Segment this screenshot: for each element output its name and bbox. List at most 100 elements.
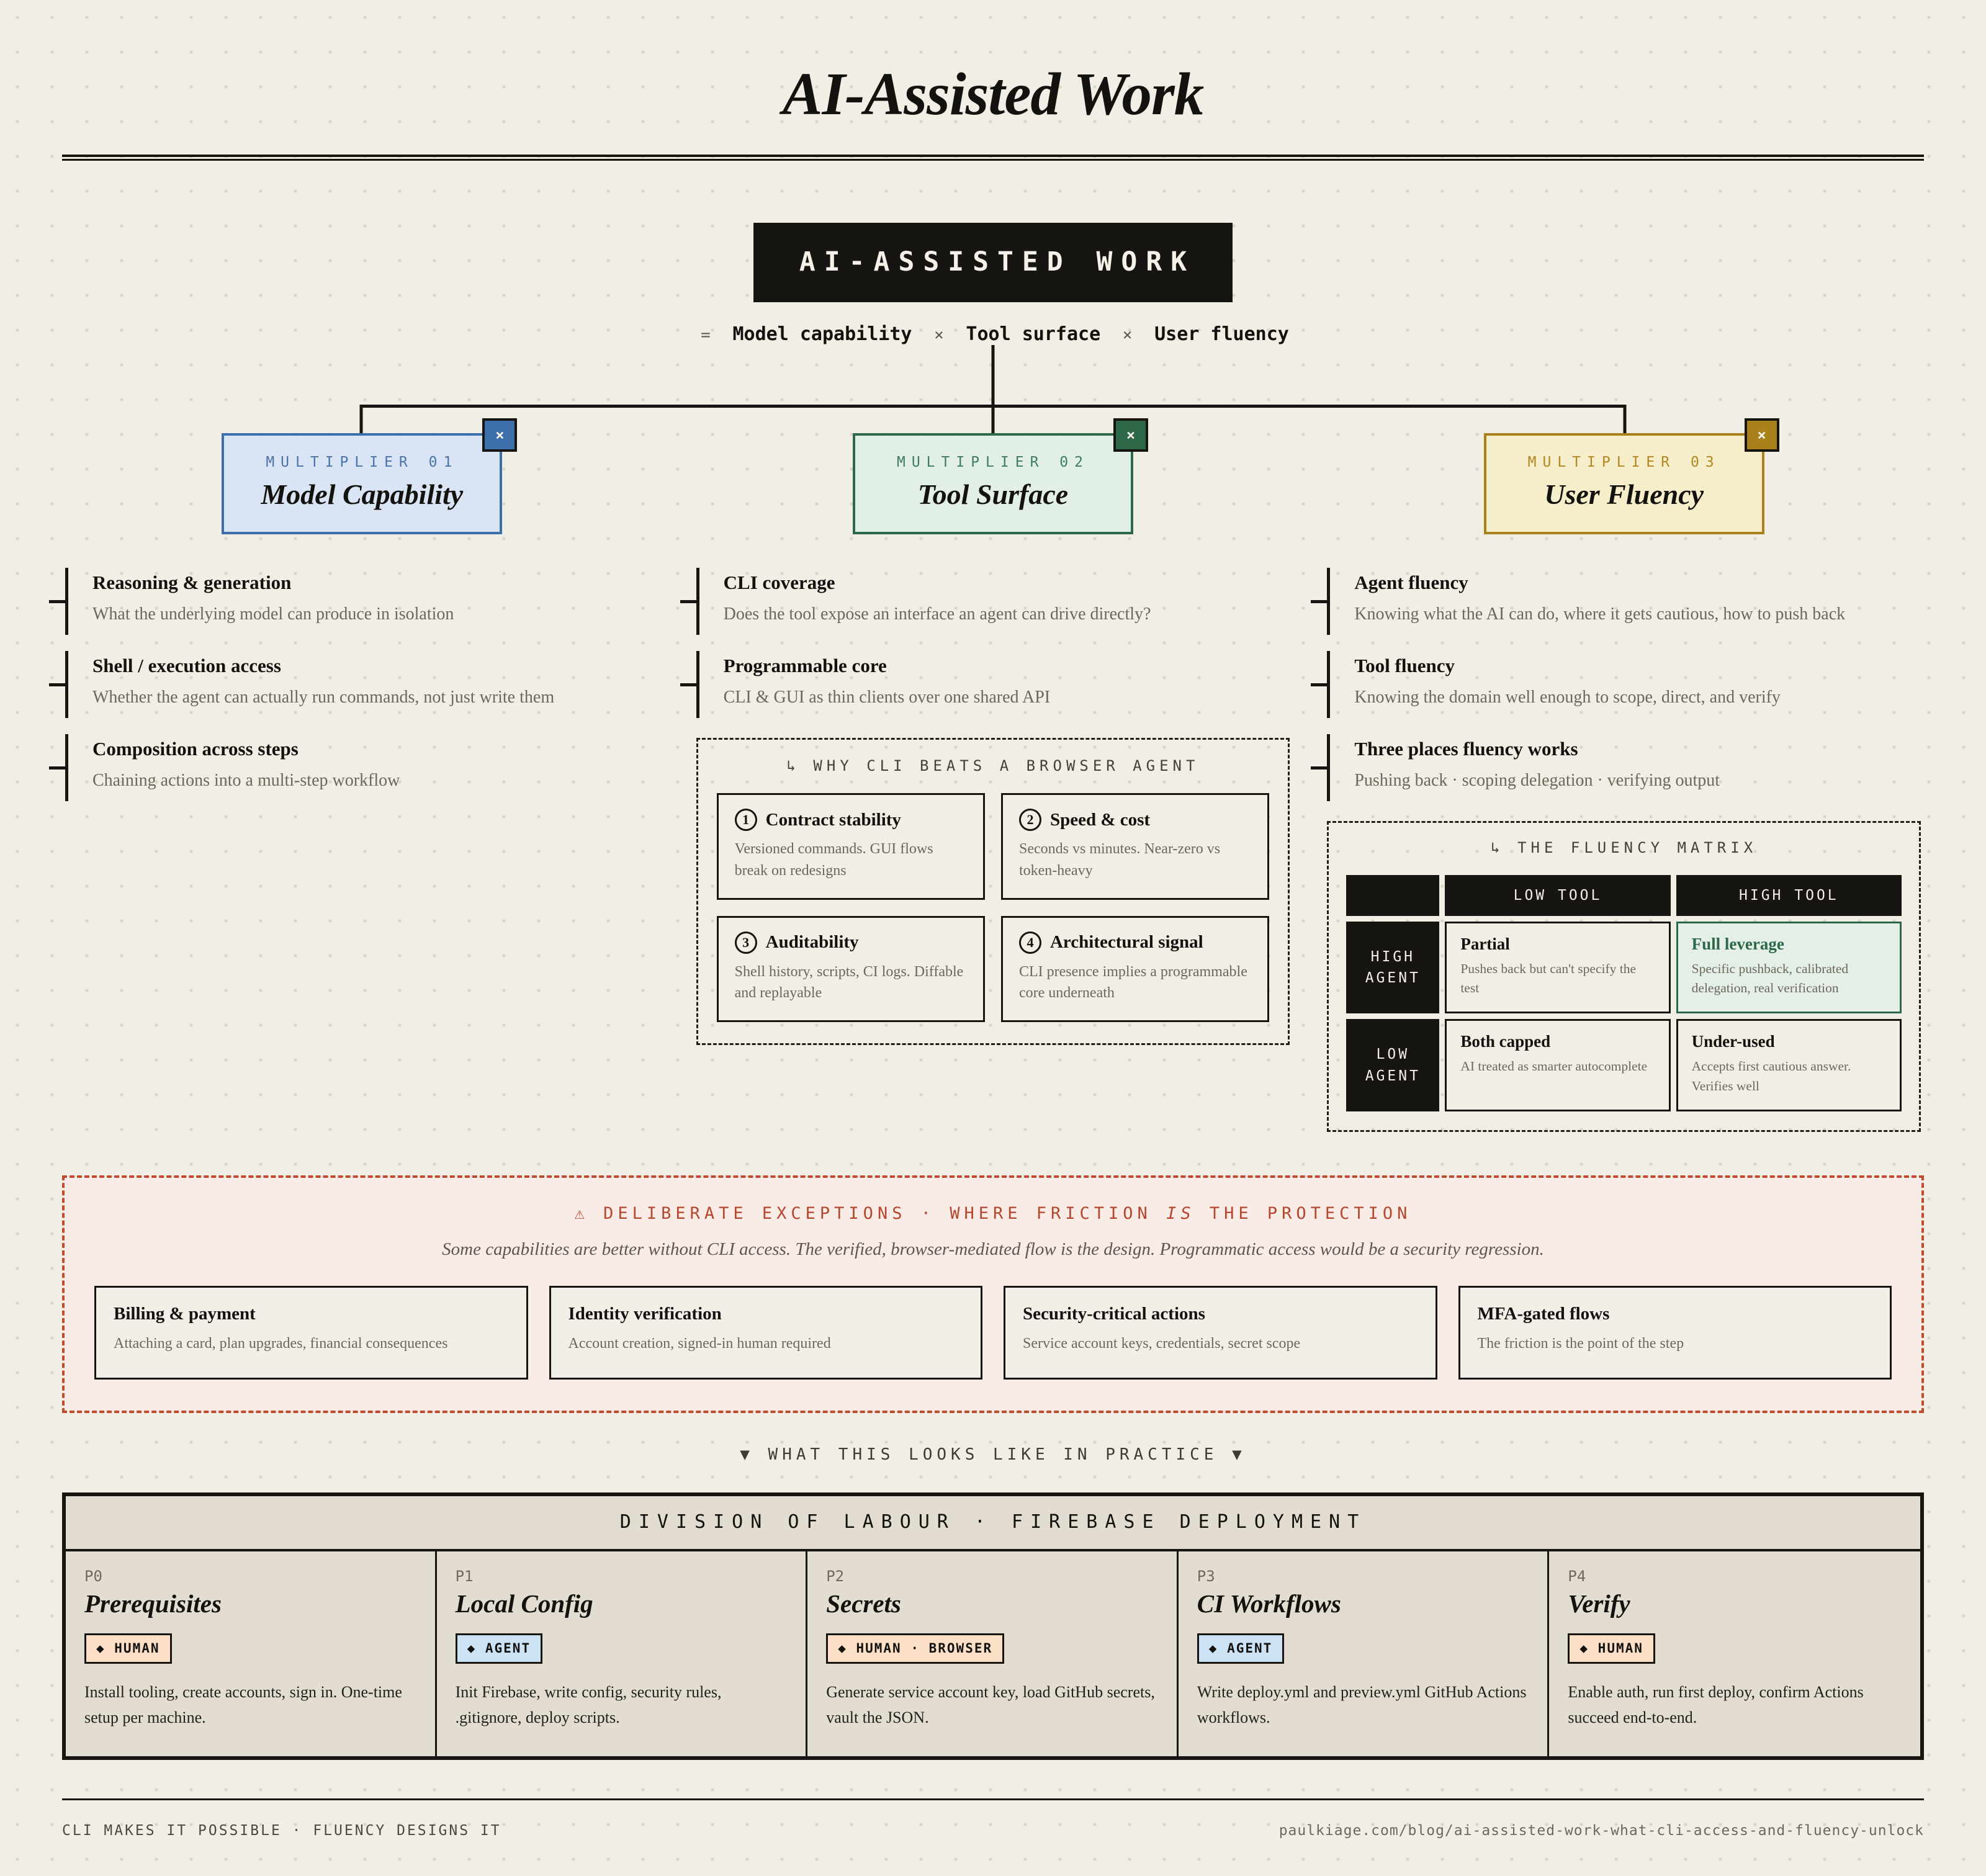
- item-desc: Whether the agent can actually run comma…: [92, 688, 555, 707]
- root-formula: = Model capability × Tool surface × User…: [0, 323, 1986, 345]
- connector-drop-center: [991, 405, 995, 433]
- phase-title: Verify: [1568, 1589, 1630, 1618]
- matrix-cell: Under-used Accepts first cautious answer…: [1676, 1019, 1902, 1111]
- exceptions-subtitle: Some capabilities are better without CLI…: [442, 1239, 1544, 1259]
- item-title: Tool fluency: [1354, 655, 1455, 676]
- matrix-cell: Partial Pushes back but can't specify th…: [1445, 922, 1671, 1014]
- phase-desc: Init Firebase, write config, security ru…: [455, 1683, 722, 1726]
- item-title: Programmable core: [723, 655, 887, 676]
- phase-cell-p1: P1 Local Config ◆ AGENT Init Firebase, w…: [437, 1551, 808, 1756]
- exception-card-title: Billing & payment: [114, 1303, 256, 1324]
- phase-title: Secrets: [826, 1589, 901, 1618]
- exception-card-title: MFA-gated flows: [1477, 1303, 1610, 1324]
- deliberate-exceptions-panel: ⚠ DELIBERATE EXCEPTIONS · WHERE FRICTION…: [62, 1175, 1924, 1414]
- matrix-col-header: LOW TOOL: [1445, 875, 1671, 916]
- phase-desc: Enable auth, run first deploy, confirm A…: [1568, 1683, 1864, 1726]
- item-desc: CLI & GUI as thin clients over one share…: [723, 688, 1051, 707]
- phase-row: P0 Prerequisites ◆ HUMAN Install tooling…: [66, 1551, 1920, 1756]
- multiplier-kicker: MULTIPLIER 01: [266, 454, 459, 470]
- formula-term-user-fluency: User fluency: [1154, 323, 1289, 345]
- multiplier-box-user-fluency: × MULTIPLIER 03 User Fluency: [1483, 418, 1779, 534]
- page-footer: CLI MAKES IT POSSIBLE · FLUENCY DESIGNS …: [62, 1798, 1924, 1876]
- exceptions-cards: Billing & payment Attaching a card, plan…: [94, 1285, 1892, 1380]
- footer-url[interactable]: paulkiage.com/blog/ai-assisted-work-what…: [1278, 1822, 1924, 1839]
- feature-list: CLI coverage Does the tool expose an int…: [680, 568, 1290, 718]
- matrix-cell-title: Full leverage: [1691, 935, 1784, 953]
- column-user-fluency: × MULTIPLIER 03 User Fluency Agent fluen…: [1311, 418, 1921, 1132]
- phase-title: CI Workflows: [1197, 1589, 1341, 1618]
- exception-card: Identity verification Account creation, …: [549, 1285, 982, 1380]
- matrix-cell-desc: AI treated as smarter autocomplete: [1460, 1059, 1648, 1074]
- connector-drop-left: [359, 405, 363, 433]
- actor-badge-agent: ◆ AGENT: [455, 1633, 543, 1664]
- phase-id: P2: [826, 1568, 845, 1586]
- item-title: Composition across steps: [92, 738, 299, 760]
- fluency-matrix-panel: ↳ THE FLUENCY MATRIX LOW TOOL HIGH TOOL …: [1327, 821, 1921, 1132]
- exception-card-desc: Service account keys, credentials, secre…: [1023, 1335, 1301, 1352]
- division-table-title: DIVISION OF LABOUR · FIREBASE DEPLOYMENT: [66, 1496, 1920, 1552]
- item-title: CLI coverage: [723, 572, 835, 593]
- close-icon[interactable]: ×: [1744, 418, 1779, 452]
- root-node-label: AI-ASSISTED WORK: [799, 246, 1196, 277]
- why-cell-desc: CLI presence implies a programmable core…: [1018, 963, 1247, 1002]
- close-icon[interactable]: ×: [482, 418, 518, 452]
- item-title: Agent fluency: [1354, 572, 1468, 593]
- matrix-cell-title: Under-used: [1691, 1032, 1775, 1051]
- formula-term-model-capability: Model capability: [732, 323, 912, 345]
- page-header: AI-Assisted Work: [0, 0, 1986, 161]
- matrix-cell-title: Partial: [1460, 935, 1510, 953]
- feature-list: Reasoning & generation What the underlyi…: [49, 568, 659, 801]
- phase-desc: Write deploy.yml and preview.yml GitHub …: [1197, 1683, 1527, 1726]
- phase-cell-p3: P3 CI Workflows ◆ AGENT Write deploy.yml…: [1179, 1551, 1550, 1756]
- root-node-box: AI-ASSISTED WORK: [753, 223, 1233, 302]
- close-icon[interactable]: ×: [1113, 418, 1148, 452]
- item-desc: Pushing back · scoping delegation · veri…: [1354, 771, 1720, 790]
- item-desc: Chaining actions into a multi-step workf…: [92, 771, 400, 790]
- matrix-cell-desc: Pushes back but can't specify the test: [1460, 961, 1637, 996]
- matrix-col-header: HIGH TOOL: [1676, 875, 1902, 916]
- why-cell-desc: Versioned commands. GUI flows break on r…: [734, 841, 933, 879]
- exception-card-desc: Account creation, signed-in human requir…: [568, 1335, 831, 1352]
- phase-id: P4: [1568, 1568, 1586, 1586]
- matrix-cell-highlighted: Full leverage Specific pushback, calibra…: [1676, 922, 1902, 1014]
- page-title: AI-Assisted Work: [782, 61, 1204, 127]
- phase-title: Local Config: [455, 1589, 593, 1618]
- exception-card-desc: Attaching a card, plan upgrades, financi…: [114, 1335, 448, 1352]
- list-item: CLI coverage Does the tool expose an int…: [680, 568, 1290, 635]
- connector-stem: [991, 345, 995, 405]
- actor-badge-human: ◆ HUMAN: [1568, 1633, 1655, 1664]
- multiplier-title: Tool Surface: [917, 478, 1069, 510]
- why-cell-desc: Shell history, scripts, CI logs. Diffabl…: [734, 963, 964, 1002]
- item-desc: Knowing what the AI can do, where it get…: [1354, 604, 1846, 624]
- matrix-cell-desc: Accepts first cautious answer. Verifies …: [1691, 1059, 1851, 1093]
- multiply-sign: ×: [1122, 326, 1133, 344]
- diagram-root-section: AI-ASSISTED WORK = Model capability × To…: [0, 223, 1986, 433]
- actor-badge-human: ◆ HUMAN: [84, 1633, 172, 1664]
- actor-badge-agent: ◆ AGENT: [1197, 1633, 1285, 1664]
- phase-cell-p2: P2 Secrets ◆ HUMAN · BROWSER Generate se…: [807, 1551, 1179, 1756]
- header-divider: [62, 155, 1924, 161]
- multiplier-columns: × MULTIPLIER 01 Model Capability Reasoni…: [0, 418, 1986, 1132]
- feature-list: Agent fluency Knowing what the AI can do…: [1311, 568, 1921, 801]
- exception-card: Billing & payment Attaching a card, plan…: [94, 1285, 528, 1380]
- list-item: Tool fluency Knowing the domain well eno…: [1311, 651, 1921, 718]
- phase-desc: Generate service account key, load GitHu…: [826, 1683, 1155, 1726]
- phase-desc: Install tooling, create accounts, sign i…: [84, 1683, 402, 1726]
- matrix-corner-cell: [1346, 875, 1440, 916]
- multiply-sign: ×: [934, 326, 944, 344]
- multiplier-title: User Fluency: [1544, 478, 1704, 510]
- phase-title: Prerequisites: [84, 1589, 222, 1618]
- why-cli-panel-title: ↳ WHY CLI BEATS A BROWSER AGENT: [786, 757, 1200, 774]
- exception-card-title: Identity verification: [568, 1303, 722, 1324]
- circled-number-icon: 2: [1018, 809, 1041, 831]
- circled-number-icon: 4: [1018, 931, 1041, 954]
- exception-card-title: Security-critical actions: [1023, 1303, 1205, 1324]
- phase-cell-p0: P0 Prerequisites ◆ HUMAN Install tooling…: [66, 1551, 437, 1756]
- matrix-row-label: HIGH AGENT: [1346, 922, 1440, 1014]
